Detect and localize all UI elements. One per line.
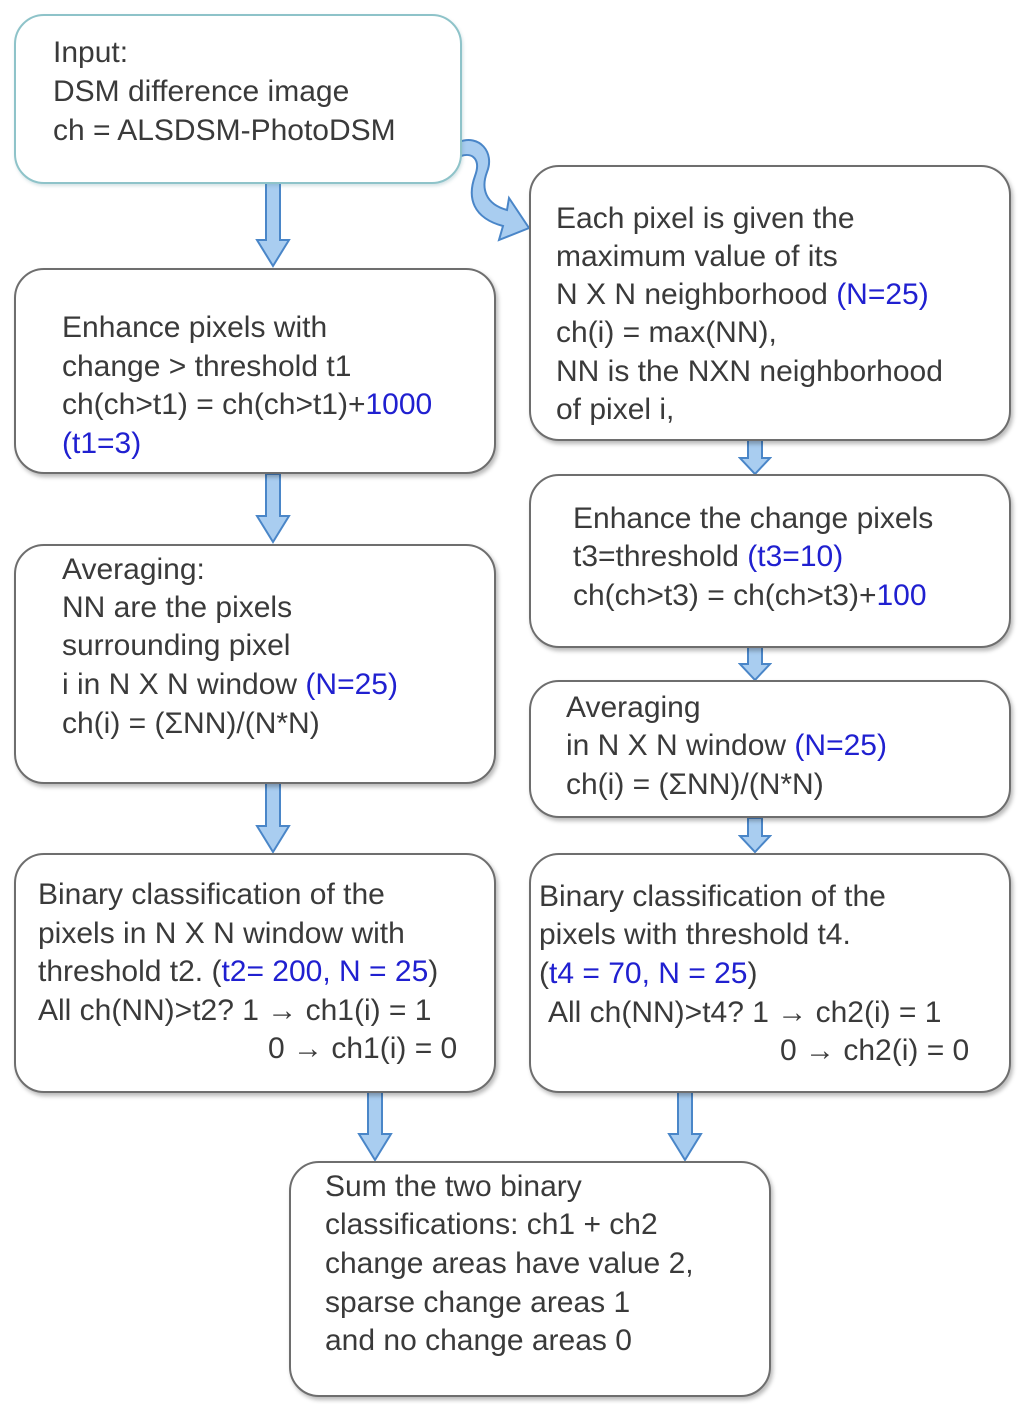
- enhance-right-param-100: 100: [876, 579, 927, 612]
- sum-line-1: Sum the two binary: [325, 1170, 582, 1203]
- input-line-2: DSM difference image: [53, 75, 350, 108]
- arrow-average-to-binary-left: [255, 782, 291, 854]
- arrow-enhance-to-average-right: [738, 646, 772, 682]
- averaging-line-4: i in N X N window (N=25): [62, 666, 398, 704]
- enhance-right-threshold-text: t3=threshold: [573, 540, 748, 573]
- averaging-line-5: ch(i) = (ΣNN)/(N*N): [62, 707, 320, 740]
- input-line-3: ch = ALSDSM-PhotoDSM: [53, 114, 396, 147]
- arrow-binary-right-to-sum: [667, 1092, 703, 1162]
- enhance-line-3: ch(ch>t1) = ch(ch>t1)+1000: [62, 386, 432, 424]
- binary-left-param: t2= 200, N = 25: [221, 955, 429, 988]
- averaging-right-param-n: (N=25): [794, 729, 887, 762]
- arrow-max-to-enhance-right: [738, 440, 772, 476]
- binary-left-line-5: 0 → ch1(i) = 0: [268, 1032, 458, 1065]
- input-box: [14, 14, 462, 184]
- binary-left-close-paren: ): [428, 955, 439, 988]
- binary-right-line-5: 0 → ch2(i) = 0: [780, 1034, 970, 1067]
- enhance-param-1000: 1000: [365, 388, 433, 421]
- enhance-right-line-1: Enhance the change pixels: [573, 502, 934, 535]
- max-line-2: maximum value of its: [556, 240, 838, 273]
- binary-right-close-paren: ): [747, 957, 758, 990]
- binary-right-line-2: pixels with threshold t4.: [539, 918, 851, 951]
- max-line-5: NN is the NXN neighborhood: [556, 355, 943, 388]
- sum-line-3: change areas have value 2,: [325, 1247, 694, 1280]
- max-line-6: of pixel i,: [556, 393, 675, 426]
- enhance-param-t1: (t1=3): [62, 427, 142, 460]
- enhance-change-pixels-box: [529, 474, 1011, 648]
- averaging-right-line-1: Averaging: [566, 691, 701, 724]
- averaging-window-text: i in N X N window: [62, 668, 306, 701]
- averaging-line-2: NN are the pixels: [62, 591, 293, 624]
- enhance-right-line-3: ch(ch>t3) = ch(ch>t3)+100: [573, 577, 927, 615]
- sum-classifications-box: [289, 1161, 771, 1397]
- arrow-average-to-binary-right: [738, 818, 772, 854]
- input-label: Input:: [53, 36, 129, 69]
- averaging-box: [14, 544, 496, 784]
- max-neighborhood-box: [529, 165, 1011, 441]
- enhance-right-formula: ch(ch>t3) = ch(ch>t3)+: [573, 579, 877, 612]
- arrow-enhance-to-average: [255, 474, 291, 544]
- enhance-line-2: change > threshold t1: [62, 350, 352, 383]
- binary-classification-right-box: [529, 853, 1011, 1093]
- max-neighborhood-text: N X N neighborhood: [556, 278, 837, 311]
- binary-left-line-4: All ch(NN)>t2? 1 → ch1(i) = 1: [38, 994, 432, 1027]
- averaging-right-window-text: in N X N window: [566, 729, 795, 762]
- binary-right-line-1: Binary classification of the: [539, 880, 886, 913]
- averaging-right-box: [529, 680, 1011, 818]
- max-line-4: ch(i) = max(NN),: [556, 316, 777, 349]
- binary-right-open-paren: (: [539, 957, 549, 990]
- enhance-line-1: Enhance pixels with: [62, 311, 328, 344]
- sum-line-2: classifications: ch1 + ch2: [325, 1208, 658, 1241]
- averaging-param-n: (N=25): [305, 668, 398, 701]
- binary-classification-left-box: [14, 853, 496, 1093]
- binary-left-line-2: pixels in N X N window with: [38, 917, 405, 950]
- enhance-right-line-2: t3=threshold (t3=10): [573, 538, 843, 576]
- max-line-3: N X N neighborhood (N=25): [556, 276, 929, 314]
- averaging-line-3: surrounding pixel: [62, 629, 291, 662]
- binary-left-line-1: Binary classification of the: [38, 878, 385, 911]
- enhance-pixels-box: [14, 268, 496, 474]
- averaging-line-1: Averaging:: [62, 553, 205, 586]
- averaging-right-line-3: ch(i) = (ΣNN)/(N*N): [566, 768, 824, 801]
- binary-left-threshold-text: threshold t2. (: [38, 955, 222, 988]
- binary-right-line-3: (t4 = 70, N = 25): [539, 955, 757, 993]
- binary-right-line-4: All ch(NN)>t4? 1 → ch2(i) = 1: [548, 996, 942, 1029]
- binary-left-line-3: threshold t2. (t2= 200, N = 25): [38, 953, 438, 991]
- sum-line-5: and no change areas 0: [325, 1324, 632, 1357]
- max-param-n: (N=25): [836, 278, 929, 311]
- arrow-input-to-max: [455, 132, 535, 252]
- binary-right-param: t4 = 70, N = 25: [549, 957, 748, 990]
- enhance-formula: ch(ch>t1) = ch(ch>t1)+: [62, 388, 366, 421]
- arrow-input-to-enhance: [255, 182, 291, 268]
- averaging-right-line-2: in N X N window (N=25): [566, 727, 887, 765]
- sum-line-4: sparse change areas 1: [325, 1286, 631, 1319]
- arrow-binary-left-to-sum: [357, 1092, 393, 1162]
- max-line-1: Each pixel is given the: [556, 202, 855, 235]
- enhance-right-param-t3: (t3=10): [747, 540, 844, 573]
